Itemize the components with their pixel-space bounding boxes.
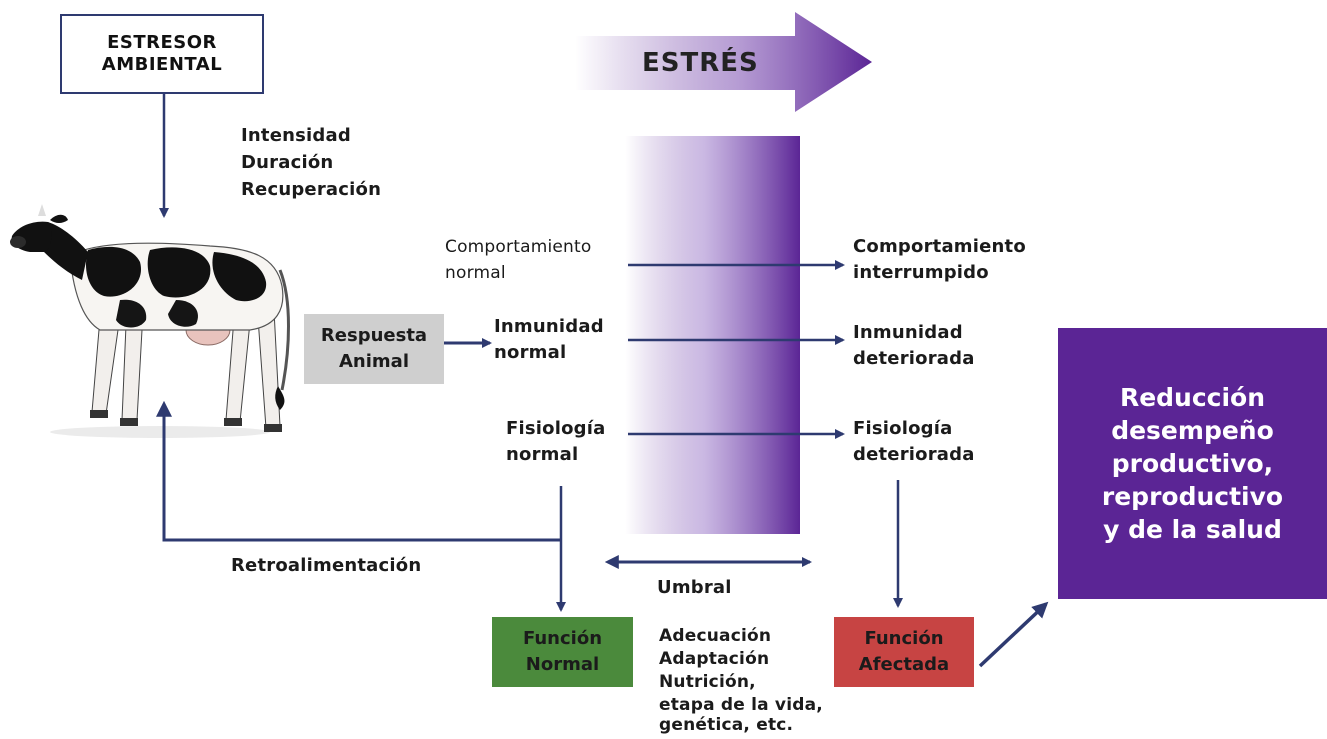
modifier-item: Adaptación bbox=[659, 649, 770, 669]
stress-arrow bbox=[575, 12, 872, 112]
impaired-immunity-label: Inmunidad deteriorada bbox=[853, 322, 975, 369]
outcome-box: Reducción desempeño productivo, reproduc… bbox=[1058, 328, 1327, 599]
modifier-item: genética, etc. bbox=[659, 715, 794, 735]
feedback-arrow bbox=[156, 400, 561, 542]
affected-function-box: Función Afectada bbox=[834, 617, 974, 687]
stress-label: ESTRÉS bbox=[642, 48, 759, 78]
response-box: Respuesta Animal bbox=[304, 314, 444, 384]
modifier-item: Nutrición, bbox=[659, 672, 756, 692]
stressor-factor-item: Duración bbox=[241, 152, 334, 173]
outcome-arrow bbox=[978, 601, 1049, 668]
impaired-physiology-label: Fisiología deteriorada bbox=[853, 418, 975, 465]
feedback-label: Retroalimentación bbox=[231, 555, 422, 576]
impaired-behavior-label: Comportamiento interrumpido bbox=[853, 236, 1026, 283]
cow-icon bbox=[10, 204, 290, 438]
stressor-factor-item: Intensidad bbox=[241, 125, 351, 146]
stressor-box: ESTRESOR AMBIENTAL bbox=[60, 14, 264, 94]
normal-immunity-label: Inmunidad normal bbox=[494, 316, 604, 363]
normal-function-box: Función Normal bbox=[492, 617, 633, 687]
modifier-item: etapa de la vida, bbox=[659, 695, 823, 715]
threshold-label: Umbral bbox=[657, 577, 732, 598]
modifier-item: Adecuación bbox=[659, 626, 772, 646]
normal-physiology-label: Fisiología normal bbox=[506, 418, 606, 465]
stress-band bbox=[625, 136, 800, 534]
stressor-factor-item: Recuperación bbox=[241, 179, 382, 200]
normal-behavior-label: Comportamiento normal bbox=[445, 237, 592, 283]
